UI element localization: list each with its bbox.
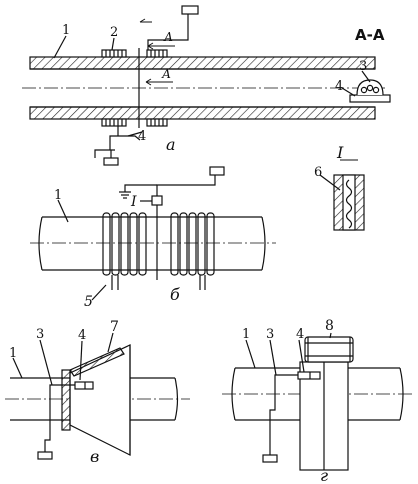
terminal-top	[181, 5, 199, 15]
section-arrow-label-bottom: А	[161, 67, 171, 81]
terminal-g	[262, 454, 278, 463]
detail-i	[319, 159, 365, 231]
caption-v: в	[90, 447, 99, 466]
callout-1-b: 1	[54, 188, 62, 203]
callout-3-v: 3	[36, 327, 44, 342]
callout-4-section: 4	[335, 79, 343, 94]
callout-1-g: 1	[242, 327, 250, 342]
section-a-a	[341, 70, 391, 103]
thermocouple	[151, 195, 163, 206]
terminal-b	[209, 166, 225, 176]
section-cover	[356, 79, 384, 96]
thermocouple-v	[74, 381, 94, 390]
collar	[61, 369, 71, 431]
caption-g: г	[320, 466, 328, 484]
terminal-bottom	[103, 157, 119, 166]
panel-g	[222, 332, 412, 471]
detail-marker: I	[130, 194, 137, 210]
callout-3-g: 3	[266, 327, 274, 342]
induction-coil	[102, 212, 215, 276]
section-arrow-label-top: А	[163, 30, 173, 44]
section-arrow-lower	[145, 78, 173, 86]
callout-1-a: 1	[62, 23, 70, 38]
callout-2-a: 2	[110, 25, 118, 40]
callout-3-section: 3	[359, 59, 367, 74]
thermocouple-g	[297, 371, 321, 380]
caption-b: б	[170, 285, 180, 304]
callout-4-v: 4	[78, 328, 86, 343]
callout-4-a: 4	[138, 129, 146, 144]
callout-8-g: 8	[325, 318, 334, 334]
lead-wire-top	[147, 14, 189, 50]
heater-block	[304, 336, 354, 363]
terminal-v	[37, 451, 53, 460]
section-arrow-upper	[147, 42, 175, 50]
pipe-wall-bottom	[29, 106, 376, 120]
panel-b	[30, 166, 276, 301]
callout-1-v: 1	[9, 346, 17, 361]
labels: А-А I I А А а б в г 1 2 4 1 5 3 4 6 1 3 …	[9, 23, 385, 484]
section-base	[349, 94, 391, 103]
panel-v	[5, 332, 190, 460]
panel-a	[22, 5, 385, 166]
callout-7-v: 7	[110, 319, 119, 335]
section-label: А-А	[355, 26, 385, 44]
detail-label: I	[336, 143, 344, 162]
pipe-wall-top	[29, 56, 376, 70]
callout-4-g: 4	[296, 327, 304, 342]
callout-5-b: 5	[84, 294, 93, 310]
caption-a: а	[166, 135, 176, 154]
callout-6-detail: 6	[314, 165, 322, 180]
insulation-cover	[69, 347, 125, 377]
